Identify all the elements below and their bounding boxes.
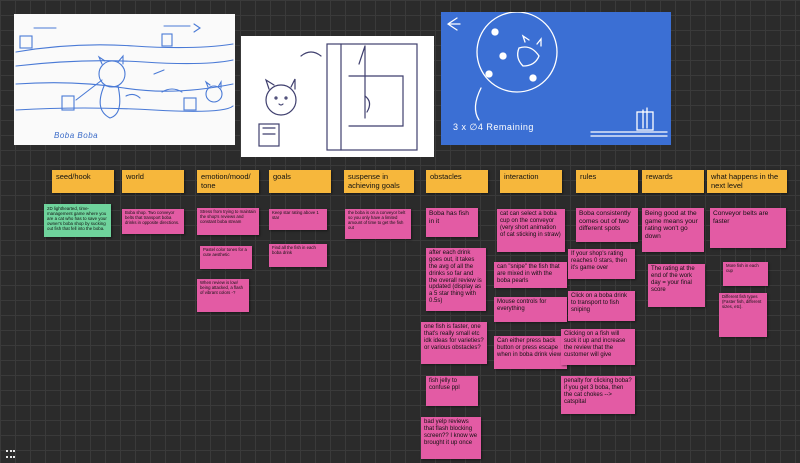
header-rules[interactable]: rules <box>576 170 638 193</box>
note-interaction-mouse[interactable]: Mouse controls for everything <box>494 297 567 322</box>
note-rewards-final-score[interactable]: The rating at the end of the work day = … <box>648 264 705 307</box>
note-obstacles-yelp[interactable]: bad yelp reviews that flash blocking scr… <box>421 417 481 459</box>
note-next-faster[interactable]: Conveyor belts are faster <box>710 208 786 248</box>
note-obstacles-fish[interactable]: Boba has fish in it <box>426 208 478 237</box>
note-rules-penalty[interactable]: penalty for clicking boba? if you get 3 … <box>561 376 635 414</box>
header-rewards[interactable]: rewards <box>642 170 704 193</box>
note-next-more-fish[interactable]: More fish in each cup <box>723 262 768 286</box>
note-interaction-select[interactable]: cat can select a boba cup on the conveyo… <box>497 209 565 252</box>
note-goals-find-fish[interactable]: Find all the fish in each boba drink <box>269 244 327 267</box>
header-goals[interactable]: goals <box>269 170 331 193</box>
remaining-counter: 3 x ∅4 Remaining <box>453 122 534 132</box>
note-interaction-back[interactable]: Can either press back button or press es… <box>494 336 567 369</box>
note-emotion-pastel[interactable]: Pastel color tones for a cute aesthetic <box>200 246 252 269</box>
note-suspense-conveyor[interactable]: the boba is on a conveyor belt so you on… <box>345 209 411 239</box>
note-obstacles-average[interactable]: after each drink goes out, it takes the … <box>426 248 486 311</box>
sketch-game-screen-frame[interactable]: 3 x ∅4 Remaining <box>441 12 671 145</box>
note-rules-game-over[interactable]: If your shop's rating reaches 0 stars, t… <box>568 249 635 279</box>
header-interaction[interactable]: interaction <box>500 170 562 193</box>
note-obstacles-jelly[interactable]: fish jelly to confuse ppl <box>426 376 478 406</box>
note-obstacles-varieties[interactable]: one fish is faster, one that's really sm… <box>421 322 487 364</box>
cat-boba-sketch <box>258 43 418 151</box>
header-next-level[interactable]: what happens in the next level <box>707 170 787 193</box>
game-screen-sketch <box>446 12 668 137</box>
note-rules-suck-fish[interactable]: Clicking on a fish will suck it up and i… <box>561 329 635 365</box>
note-seed[interactable]: 2D lighthearted, time-management game wh… <box>44 204 111 237</box>
note-rules-click-drink[interactable]: Click on a boba drink to transport to fi… <box>568 291 635 321</box>
note-goals-rating[interactable]: Keep star rating above 1 star <box>269 209 327 230</box>
header-suspense[interactable]: suspense in achieving goals <box>344 170 414 193</box>
note-interaction-snipe[interactable]: can "snipe" the fish that are mixed in w… <box>494 262 567 288</box>
note-next-fish-types[interactable]: Different fish types (Faster fish, diffe… <box>719 293 767 337</box>
sketch-conveyor-frame[interactable]: Boba Boba <box>14 14 235 145</box>
note-emotion-flash[interactable]: When review is low/ being attacked, a fl… <box>197 279 249 312</box>
note-rules-two-spots[interactable]: Boba consistently comes out of two diffe… <box>576 208 638 242</box>
note-world[interactable]: Boba shop. Two conveyor belts that trans… <box>122 209 184 234</box>
note-rewards-good[interactable]: Being good at the game means your rating… <box>642 208 704 252</box>
header-world[interactable]: world <box>122 170 184 193</box>
header-obstacles[interactable]: obstacles <box>426 170 488 193</box>
header-emotion-mood-tone[interactable]: emotion/mood/ tone <box>197 170 259 193</box>
sketch-cat-frame[interactable] <box>241 36 434 157</box>
grid-menu-icon[interactable] <box>6 450 16 460</box>
sketch-caption: Boba Boba <box>54 131 99 140</box>
note-emotion-stress[interactable]: Stress from trying to maintain the shop'… <box>197 208 259 235</box>
conveyor-sketch <box>15 23 234 119</box>
header-seed-hook[interactable]: seed/hook <box>52 170 114 193</box>
